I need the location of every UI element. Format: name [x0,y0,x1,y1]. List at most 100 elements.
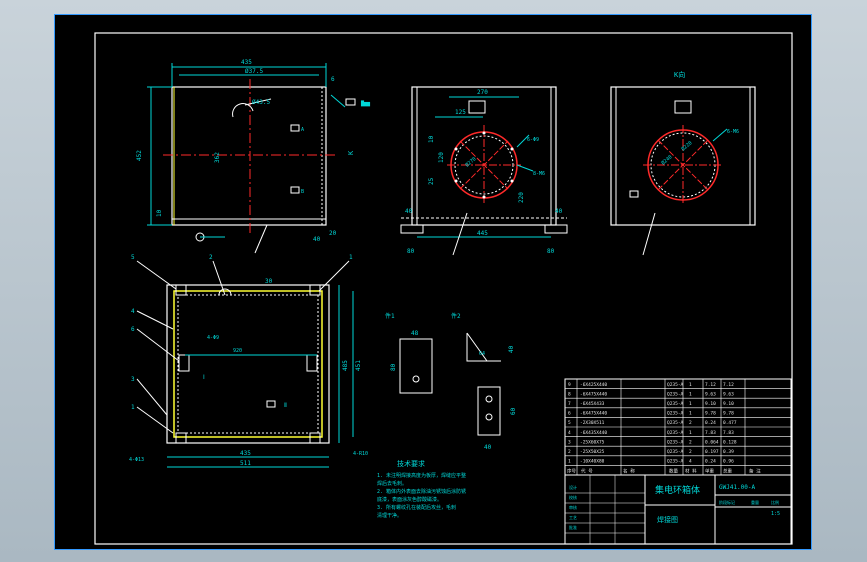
bom-cell-index: 3 [568,439,571,445]
front-ref-a: A [301,127,304,133]
leader-6 [136,328,180,362]
bom-cell-index: 2 [568,449,571,455]
plan-outer [166,284,330,444]
title-block: 集电环箱体 GWJ41.00-A 焊接图 阶段标记 重量 比例 1:5 设计 校… [565,474,791,544]
bolt-hole-1 [482,131,486,135]
detail-2-diag [466,332,488,362]
bom-header-cell: 序号 [567,467,576,474]
bom-cell-material: Q235-A [667,382,684,388]
bolt-hole-6 [510,179,514,183]
side-note-leader-1 [516,134,530,148]
detail-2-label: 件2 [451,312,461,320]
front-dim-10: 10 [156,209,163,217]
bom-cell-material: Q235-A [667,430,684,436]
plan-inner [173,290,323,438]
plan-dim-511: 511 [240,460,251,467]
notes-line-1: 1. 未注明焊接高度为板厚，焊缝应平整 [377,472,466,479]
side-note-1: 6-Φ9 [527,137,539,143]
bom-cell-qty: 1 [689,401,692,407]
k-note: 6-M6 [727,129,739,135]
front-dim-inner: 362 [214,152,221,163]
side-leg-right [544,224,568,234]
bom-cell-total-weight: 9.10 [723,401,734,407]
bom-cell-qty: 2 [689,420,692,426]
bom-cell-code: -25X50X25 [580,449,605,455]
drawing-sheet[interactable]: Ø43.5 435 Ø37.5 452 362 10 40 20 [54,14,812,550]
bom-cell-qty: 1 [689,382,692,388]
bom-cell-qty: 1 [689,430,692,436]
k-ring-label: Ø220 [680,139,694,152]
side-view: 270 125 10 120 25 40 445 80 80 220 40 Ø2… [400,86,568,256]
side-dim-80-right: 80 [547,248,555,255]
side-note-leader-2 [516,164,534,172]
leader-5 [136,260,177,290]
bom-cell-total-weight: 7.83 [723,430,734,436]
plan-corner-br [309,432,321,444]
plan-dim-485: 485 [342,360,349,371]
bom-cell-unit-weight: 7.83 [705,430,716,436]
side-dim-40-right: 40 [555,208,563,215]
bom-cell-qty: 1 [689,411,692,417]
front-view-outline [171,86,327,226]
leader-4 [136,310,174,330]
bom-cell-qty: 4 [689,459,692,465]
plan-bracket-right [306,354,318,372]
leader-3 [136,378,168,416]
front-hole-leader [244,98,272,106]
front-hole-label: Ø43.5 [252,99,270,106]
bolt-hole-3 [454,147,458,151]
bom-cell-unit-weight: 0.064 [705,439,719,445]
notes-line-2: 焊后去毛刺。 [377,480,407,487]
detail-3-hole-1 [485,395,493,403]
bom-cell-code: -6X425X440 [580,382,607,388]
front-callout: █▆▆ [360,100,371,107]
bom-cell-qty: 2 [689,449,692,455]
bom-cell-unit-weight: 9.10 [705,401,716,407]
part-number-2: 2 [209,254,213,261]
bom-cell-code: -6X45X433 [580,401,605,407]
bom-cell-unit-weight: 0.24 [705,420,716,426]
part-number-1: 1 [131,404,135,411]
plan-note-r10: 4-R10 [353,451,368,457]
bom-cell-index: 9 [568,382,571,388]
plan-label-a: Ⅰ [203,374,205,381]
title-drawing-no: GWJ41.00-A [719,484,756,491]
detail-1-plate [399,338,433,394]
plan-dim-435: 435 [240,450,251,457]
detail-2-dim-b: 40 [508,345,515,353]
leader-1 [136,406,174,434]
bom-header-cell: 材 料 [685,467,697,474]
bom-cell-unit-weight: 9.63 [705,391,716,397]
bom-cell-unit-weight: 7.12 [705,382,716,388]
side-dim-10: 10 [428,135,435,143]
side-dim-125: 125 [455,109,466,116]
bom-cell-material: Q235-A [667,449,684,455]
front-ref-b: B [301,189,304,195]
notes-line-4: 底漆，表面涂灰色醇酸磁漆。 [377,496,442,503]
front-dim-bottom-40: 40 [313,236,321,243]
side-ring-label: Ø270 [464,155,478,168]
k-view: K向 Ø240 Ø220 6-M6 [610,70,756,256]
drawing-canvas: Ø43.5 435 Ø37.5 452 362 10 40 20 [94,32,793,545]
front-dim-bottom-20: 20 [329,230,337,237]
plan-note-4-13: 4-Φ13 [129,457,144,463]
scale-value: 1:5 [771,511,780,517]
bom-cell-material: Q235-A [667,401,684,407]
bom-cell-code: -6X475X440 [580,391,607,397]
bom-header-cell: 总重 [723,467,732,474]
bom-cell-material: Q235-A [667,439,684,445]
side-dim-220: 220 [518,192,525,203]
bom-cell-material: Q235-A [667,391,684,397]
detail-1-hole [412,375,420,383]
bom-cell-unit-weight: 9.78 [705,411,716,417]
side-note-2: 8-M6 [533,171,545,177]
bom-cell-qty: 1 [689,391,692,397]
bom-header-cell: 名 称 [623,467,635,474]
bolt-hole-4 [510,147,514,151]
part-number-1b: 1 [349,254,353,261]
bom-cell-unit-weight: 0.197 [705,449,719,455]
bom-cell-material: Q235-A [667,411,684,417]
sign-row-1: 设计 [569,484,577,490]
